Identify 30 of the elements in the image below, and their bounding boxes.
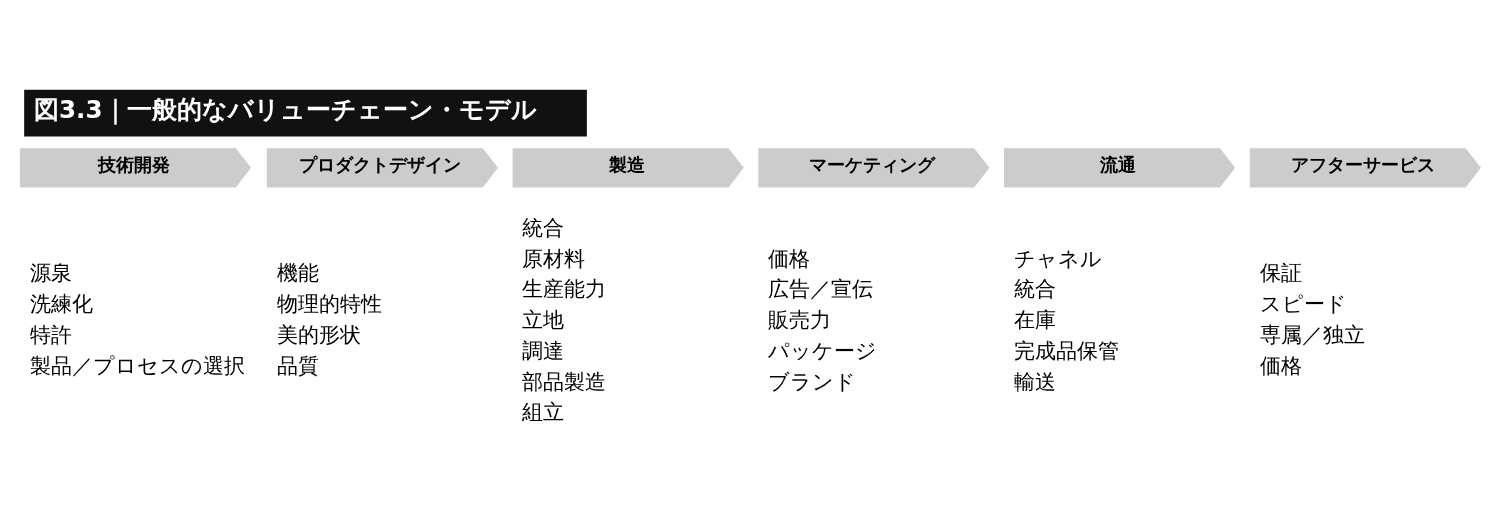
node-label: 洗練化 [29, 291, 93, 316]
node-label: スピード [1259, 291, 1347, 316]
node-label: 源泉 [29, 260, 72, 285]
node-label: 調達 [522, 338, 565, 363]
node-label: 品質 [276, 353, 319, 378]
node-label: 部品製造 [522, 369, 607, 394]
node-label: 価格 [768, 246, 811, 271]
node-label: 販売力 [768, 307, 832, 332]
node-label: 保証 [1259, 260, 1302, 285]
node-label: 輸送 [1013, 369, 1056, 394]
node-label: 専属／独立 [1259, 322, 1365, 347]
node-label: 統合 [522, 215, 565, 240]
node-label: 製品／プロセスの選択 [29, 353, 245, 378]
node-label: 統合 [1013, 276, 1056, 301]
node-label: 広告／宣伝 [768, 276, 874, 301]
node-label: 立地 [522, 307, 565, 332]
diagram-title: 図3.3｜一般的なバリューチェーン・モデル [33, 94, 537, 124]
node-label: 在庫 [1013, 307, 1056, 332]
node-label: 完成品保管 [1013, 338, 1119, 363]
node-label: 組立 [522, 399, 565, 424]
node-label: 特許 [29, 322, 72, 347]
node-label: 価格 [1259, 353, 1302, 378]
node-label: 美的形状 [276, 322, 361, 347]
node-label: 機能 [276, 260, 319, 285]
node-label: 生産能力 [522, 276, 607, 301]
node-label: ブランド [768, 369, 857, 394]
node-label: 物理的特性 [276, 291, 382, 316]
node-label: 原材料 [522, 246, 586, 271]
node-label: パッケージ [768, 338, 878, 363]
node-label: チャネル [1013, 246, 1102, 271]
